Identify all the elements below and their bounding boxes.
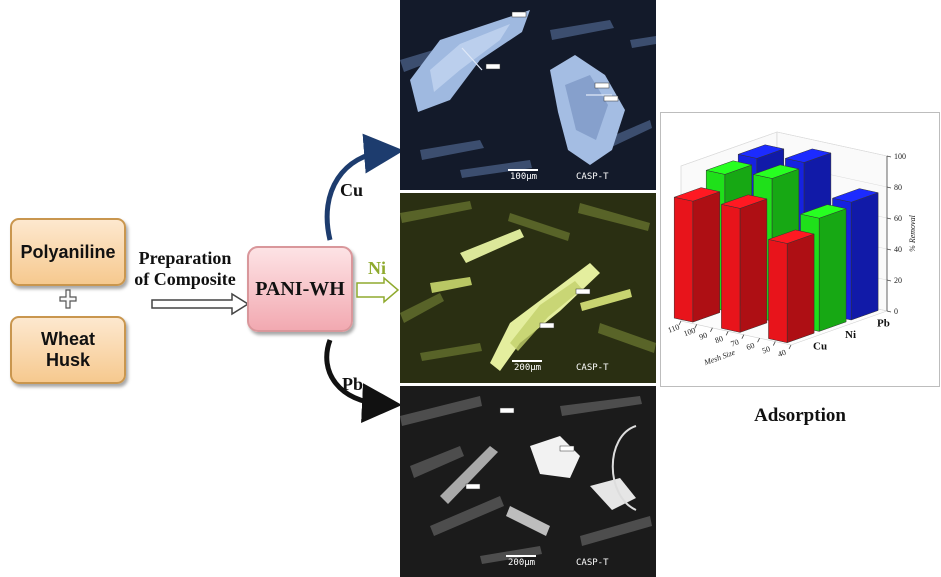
bar-top-cu-110	[673, 187, 721, 202]
sem-pb-caption: CASP-T	[576, 558, 609, 568]
x-tick-label: 110	[667, 322, 681, 334]
x-tick	[694, 324, 698, 329]
bar-cu-80	[721, 203, 741, 333]
z-tick-label: 20	[894, 276, 902, 285]
bar-side-pb-50	[850, 192, 879, 321]
x-tick-label: 40	[777, 348, 788, 359]
z-tick	[886, 217, 892, 220]
cu-label: Cu	[340, 180, 364, 200]
z-tick-label: 60	[894, 214, 902, 223]
sem-cu-caption: CASP-T	[576, 172, 609, 182]
bar-top-ni-50	[799, 204, 848, 219]
z-tick-label: 0	[894, 307, 898, 316]
z-tick	[886, 310, 892, 313]
bar-cu-50	[768, 239, 788, 344]
sem-ni-caption: CASP-T	[576, 363, 609, 373]
wheat-husk-box: Wheat Husk	[10, 316, 126, 384]
ni-arrow	[356, 276, 400, 304]
x-tick-label: 90	[698, 331, 709, 342]
polyaniline-box: Polyaniline	[10, 218, 126, 286]
z-axis-label: % Removal	[908, 214, 917, 251]
polyaniline-label: Polyaniline	[20, 241, 116, 262]
sem-image-cu: 100μm CASP-T	[400, 0, 656, 190]
preparation-arrow	[151, 292, 250, 316]
chart-caption: Adsorption	[754, 405, 846, 426]
x-tick	[772, 341, 776, 346]
wheat-husk-label: Wheat Husk	[41, 329, 95, 370]
series-label-pb: Pb	[877, 318, 890, 330]
bar-top-pb-50	[831, 188, 880, 203]
sem-image-pb: 200μm CASP-T	[400, 386, 656, 577]
x-tick	[788, 344, 792, 350]
x-tick	[678, 320, 682, 326]
z-tick	[886, 279, 892, 282]
pani-wh-label: PANI-WH	[255, 277, 345, 300]
plus-icon	[59, 289, 77, 309]
x-tick-label: 60	[745, 341, 756, 352]
pb-label: Pb	[342, 374, 364, 394]
series-label-ni: Ni	[845, 329, 856, 341]
z-tick-label: 100	[894, 152, 906, 161]
bar-top-ni-80	[752, 164, 800, 179]
bar-side-ni-50	[818, 208, 847, 332]
x-tick	[757, 337, 760, 343]
pani-wh-box: PANI-WH	[247, 246, 353, 332]
sem-image-ni: 200μm CASP-T	[400, 193, 656, 383]
bar-top-cu-50	[767, 229, 816, 244]
sem-ni-scale: 200μm	[514, 363, 542, 373]
bar-side-cu-110	[692, 191, 721, 323]
sem-cu-scale: 100μm	[510, 172, 538, 182]
bar-cu-110	[673, 196, 694, 323]
preparation-label: Preparation of Composite	[134, 248, 236, 289]
series-label-cu: Cu	[813, 340, 827, 352]
sem-pb-scale: 200μm	[508, 558, 536, 568]
grid-line	[680, 131, 888, 167]
bar-top-cu-80	[720, 194, 768, 209]
bar-top-pb-80	[784, 148, 832, 163]
ni-label: Ni	[368, 258, 386, 278]
bar-top-ni-110	[705, 160, 753, 175]
z-tick	[886, 248, 892, 251]
z-tick-label: 80	[894, 183, 902, 192]
x-tick	[710, 327, 713, 333]
bar-side-cu-50	[786, 233, 815, 344]
x-tick-label: 50	[761, 344, 772, 355]
x-tick	[741, 334, 745, 339]
x-tick-label: 70	[729, 337, 740, 348]
pb-arrow	[324, 339, 402, 424]
x-tick-label: 80	[714, 334, 725, 345]
z-tick	[886, 186, 892, 189]
x-tick-label: 100	[682, 326, 696, 339]
z-tick-label: 40	[894, 245, 902, 254]
cu-arrow	[324, 133, 404, 241]
x-axis-label: Mesh Size	[702, 348, 737, 368]
z-tick	[886, 155, 892, 158]
bar-top-pb-110	[737, 144, 785, 159]
bar-side-cu-80	[739, 198, 768, 333]
x-tick	[725, 331, 729, 336]
